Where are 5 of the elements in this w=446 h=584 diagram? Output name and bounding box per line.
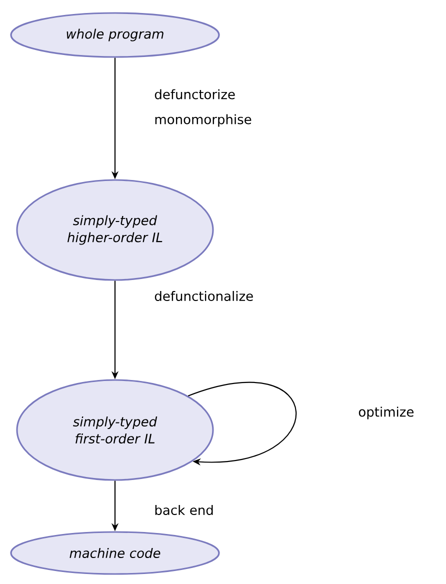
arrow bbox=[188, 382, 296, 466]
edge-label: defunctionalize bbox=[154, 290, 253, 302]
edge-label: optimize bbox=[358, 406, 414, 420]
edge-label: defunctorize monomorphise bbox=[154, 89, 252, 127]
edge-label: back end bbox=[155, 504, 213, 516]
